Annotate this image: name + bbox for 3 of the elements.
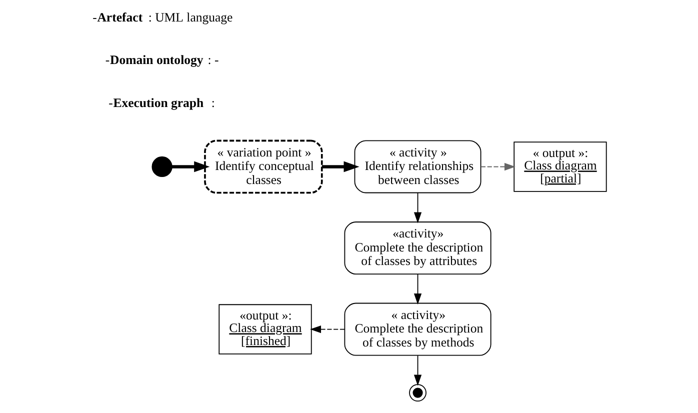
label: -Execution graph : — [108, 96, 214, 110]
label: -Domain ontology : - — [104, 53, 218, 68]
label: -Artefact : UML language — [92, 10, 232, 24]
